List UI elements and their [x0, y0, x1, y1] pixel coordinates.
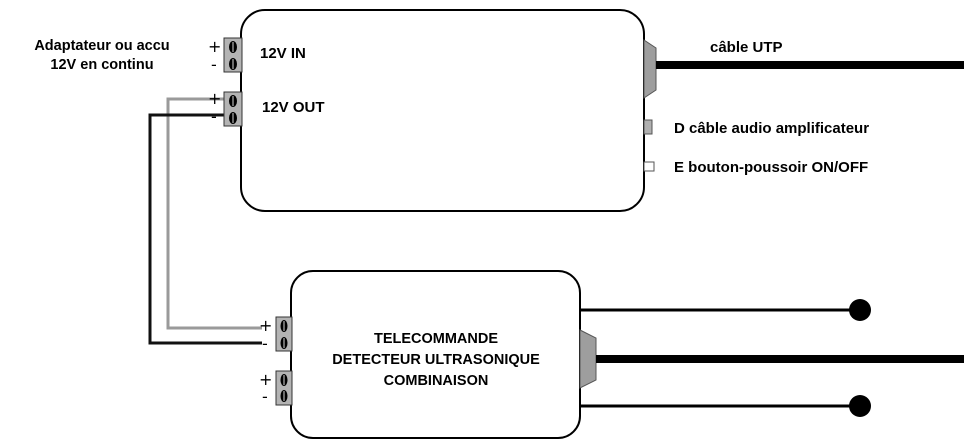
power-source-label-line2: 12V en continu	[50, 57, 153, 73]
polarity-plus-in: +	[208, 37, 221, 56]
label-12v-in: 12V IN	[260, 45, 306, 62]
wire-positive-gray	[166, 97, 262, 330]
power-source-label-line1: Adaptateur ou accu	[34, 38, 169, 54]
remote-title-line1: TELECOMMANDE	[374, 331, 498, 347]
utp-connector	[643, 39, 657, 99]
polarity-minus-remote-1: -	[262, 334, 268, 353]
label-push-button: E bouton-poussoir ON/OFF	[674, 159, 868, 176]
audio-port	[643, 119, 653, 135]
terminal-block-remote-second	[275, 370, 293, 406]
label-12v-out: 12V OUT	[262, 99, 325, 116]
polarity-plus-remote-2: +	[259, 370, 272, 389]
terminal-block-12v-in	[223, 37, 243, 73]
polarity-minus-in: -	[211, 55, 217, 74]
polarity-minus-remote-2: -	[262, 387, 268, 406]
wire-negative-black	[148, 113, 262, 345]
polarity-minus-out: -	[211, 107, 217, 126]
remote-cable-connector	[579, 329, 597, 389]
sensor-end-bottom	[849, 395, 871, 417]
polarity-plus-remote-1: +	[259, 316, 272, 335]
polarity-plus-out: +	[208, 89, 221, 108]
label-utp-cable: câble UTP	[710, 39, 783, 56]
sensor-end-top	[849, 299, 871, 321]
push-button	[643, 161, 655, 172]
label-audio-cable: D câble audio amplificateur	[674, 120, 869, 137]
remote-title-line3: COMBINAISON	[384, 373, 489, 389]
terminal-block-12v-out	[223, 91, 243, 127]
terminal-block-remote-power	[275, 316, 293, 352]
remote-title-line2: DETECTEUR ULTRASONIQUE	[332, 352, 540, 368]
